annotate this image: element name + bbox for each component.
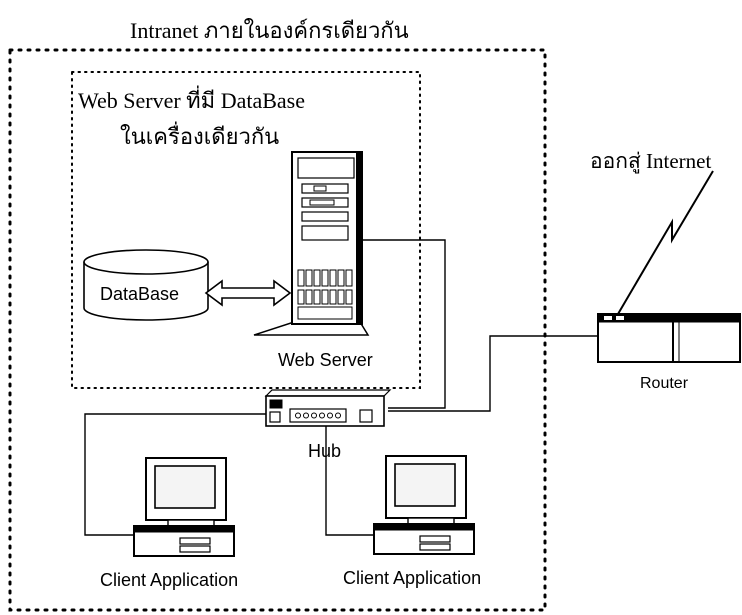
intranet-boundary bbox=[8, 48, 547, 612]
cable-hub-client1 bbox=[84, 413, 266, 536]
lightning-bolt-icon bbox=[617, 170, 714, 315]
intranet-title: Intranet ภายในองค์กรเดียวกัน bbox=[130, 18, 409, 43]
web-server-label: Web Server bbox=[278, 350, 373, 370]
desktop-computer-icon-client1 bbox=[133, 457, 235, 557]
hub-label: Hub bbox=[308, 441, 342, 461]
cable-hub-client2 bbox=[325, 425, 374, 536]
network-cables bbox=[84, 239, 598, 536]
database-cylinder-icon bbox=[83, 249, 209, 321]
desktop-computer-icon-client2 bbox=[373, 455, 475, 555]
double-arrow-icon bbox=[204, 279, 292, 307]
web-server-box-label-line2: ในเครื่องเดียวกัน bbox=[120, 124, 280, 149]
web-server-box-label-line1: Web Server ที่มี DataBase bbox=[78, 88, 305, 113]
client-application-label-2: Client Application bbox=[343, 568, 482, 588]
router-icon bbox=[597, 313, 741, 363]
web-server-boundary bbox=[71, 71, 421, 389]
internet-label: ออกสู่ Internet bbox=[590, 149, 712, 173]
cable-server-hub bbox=[360, 239, 446, 409]
cable-hub-router bbox=[388, 335, 598, 412]
router-label: Router bbox=[640, 375, 689, 392]
database-label: DataBase bbox=[100, 284, 180, 304]
server-tower-icon bbox=[253, 151, 370, 336]
hub-icon bbox=[264, 389, 392, 427]
client-application-label-1: Client Application bbox=[100, 570, 239, 590]
